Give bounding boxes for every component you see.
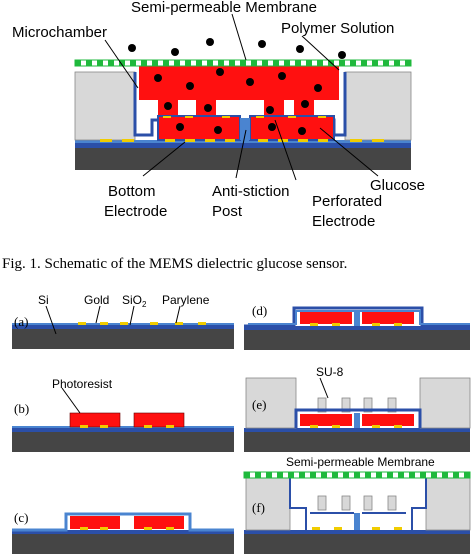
fig1-label-perforated-line2: Electrode (312, 213, 375, 230)
step-label-b: (b) (14, 401, 29, 416)
fig1-label-anti-stiction-line2: Post (212, 203, 243, 220)
fig1-leader-lines (104, 13, 379, 181)
step-f: Semi-permeable Membrane (f) (243, 455, 471, 554)
fig1-su8-left-wall (74, 71, 136, 141)
fig1-cavity-left (157, 115, 241, 141)
label-si: Si (38, 293, 49, 307)
step-b: Photoresist (b) (12, 377, 234, 452)
fig1-cavity-right (249, 115, 335, 141)
fig1-label-polymer-solution: Polymer Solution (281, 20, 394, 37)
step-label-e: (e) (252, 397, 266, 412)
step-a: Si Gold SiO2 Parylene (a) (12, 293, 234, 349)
step-c: (c) (12, 510, 234, 554)
fig1-label-glucose: Glucose (370, 177, 425, 194)
fig1-label-anti-stiction-line1: Anti-stiction (212, 183, 290, 200)
fig1-label-microchamber: Microchamber (12, 24, 107, 41)
fig1-polymer-solution-top (139, 66, 339, 100)
fig1-caption: Fig. 1. Schematic of the MEMS dielectric… (2, 256, 347, 272)
fig1-glucose-molecules (128, 38, 346, 135)
fig1-bottom-electrodes (100, 139, 384, 142)
fig1-polymer-solution-post-r1 (264, 98, 284, 116)
fig1-perforated-electrodes (163, 116, 326, 118)
process-steps: Si Gold SiO2 Parylene (a) Photoresist (b… (12, 293, 471, 554)
step-label-f: (f) (252, 500, 265, 515)
fig1-parylene-layer (75, 140, 411, 143)
label-su8: SU-8 (316, 365, 344, 379)
label-photoresist: Photoresist (52, 377, 113, 391)
label-parylene: Parylene (162, 293, 210, 307)
step-label-a: (a) (14, 314, 28, 329)
fig1-anti-stiction-post (240, 118, 250, 140)
fig1-label-semi-permeable-membrane: Semi-permeable Membrane (131, 0, 317, 16)
step-d: (d) (244, 303, 470, 350)
label-semi-permeable-f: Semi-permeable Membrane (286, 455, 435, 469)
label-gold: Gold (84, 293, 109, 307)
figure-1-schematic: Semi-permeable Membrane Microchamber Pol… (2, 0, 425, 272)
step-label-c: (c) (14, 510, 28, 525)
fig1-si-substrate (75, 148, 411, 170)
fig1-label-perforated-line1: Perforated (312, 193, 382, 210)
label-sio2: SiO2 (122, 293, 147, 309)
fig1-label-bottom-line2: Electrode (104, 203, 167, 220)
fig1-label-bottom-line1: Bottom (108, 183, 156, 200)
step-label-d: (d) (252, 303, 267, 318)
step-e: SU-8 (e) (244, 365, 471, 452)
fig1-su8-right-wall (344, 71, 412, 141)
